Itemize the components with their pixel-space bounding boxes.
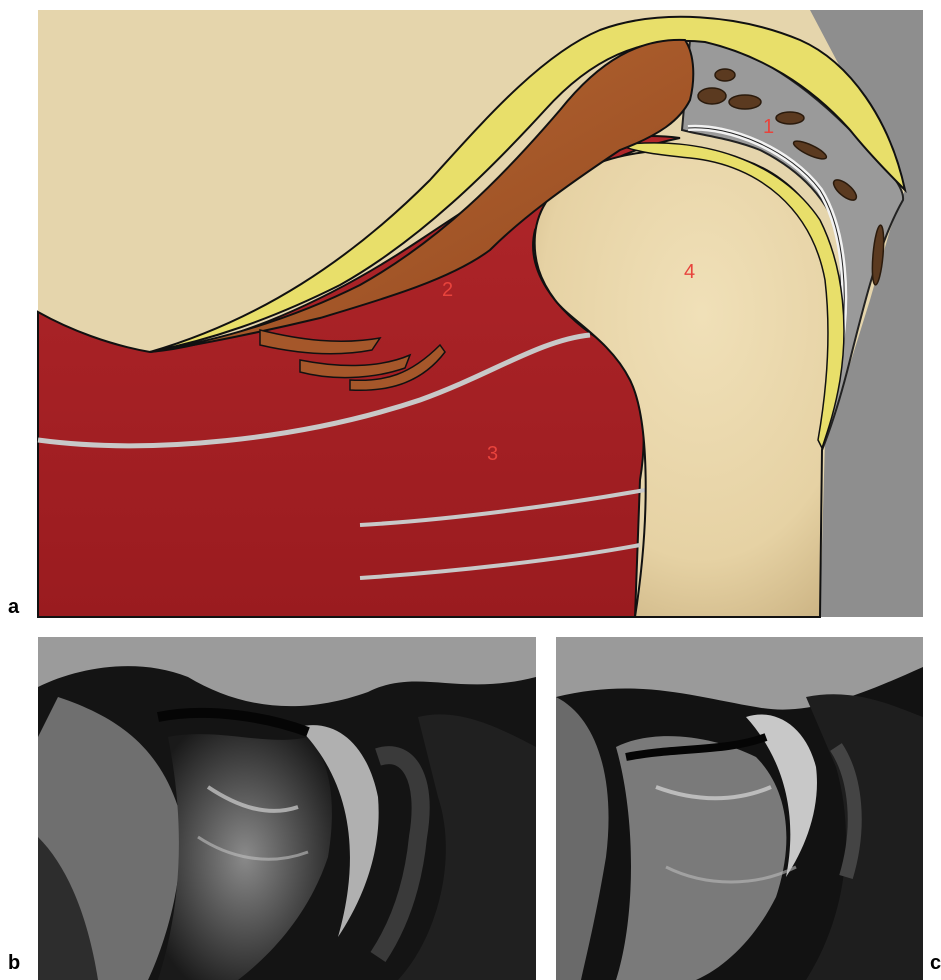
panel-letter-a: a (8, 596, 19, 619)
label-3: 3 (487, 443, 498, 465)
label-4: 4 (684, 261, 695, 283)
panel-b-mri-image (38, 637, 536, 980)
panel-letter-b: b (8, 952, 20, 975)
panel-letter-c: c (930, 952, 941, 975)
label-2: 2 (442, 279, 453, 301)
label-1: 1 (763, 116, 774, 138)
panel-a-illustration: 1 2 3 4 (0, 0, 941, 640)
panel-c-mri-image (556, 637, 923, 980)
